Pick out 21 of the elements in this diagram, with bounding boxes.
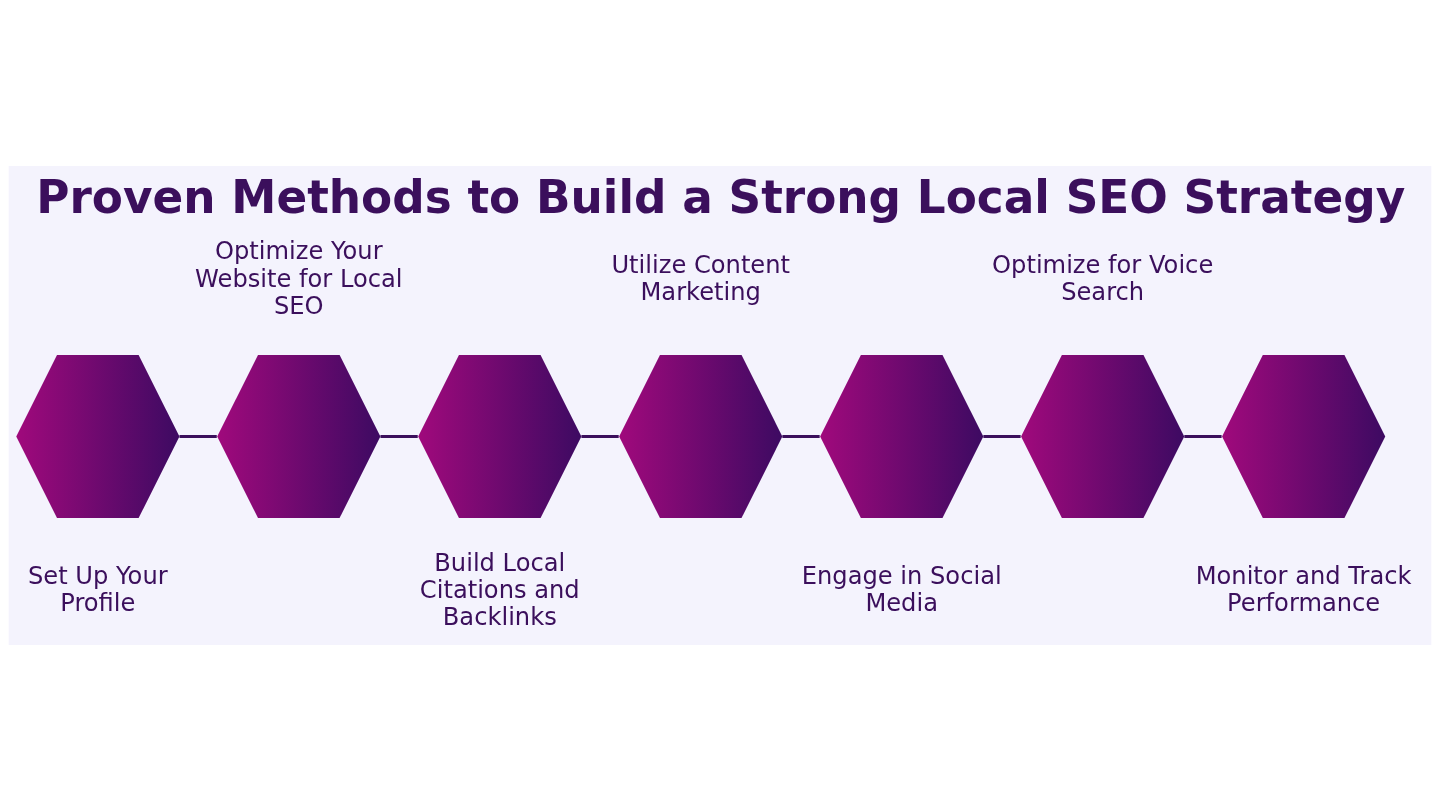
connector (581, 434, 619, 438)
node-hexagon (1222, 354, 1386, 518)
node-hexagon (418, 354, 582, 518)
node-hexagon (1021, 354, 1185, 518)
node-label: Set Up Your Profile (28, 561, 168, 617)
node-hexagon (16, 354, 180, 518)
node-hexagon (217, 354, 381, 518)
node-hexagon (619, 354, 783, 518)
node-label: Utilize Content Marketing (611, 250, 791, 306)
connector (983, 434, 1021, 438)
connector (380, 434, 418, 438)
node-hexagon (820, 354, 984, 518)
connector (1184, 434, 1222, 438)
connector (179, 434, 217, 438)
node-label: Engage in Social Media (801, 561, 1002, 617)
node-label: Optimize for Voice Search (992, 250, 1214, 306)
diagram-title: Proven Methods to Build a Strong Local SEO Strategy (36, 170, 1406, 224)
node-label: Optimize Your Website for Local SEO (195, 236, 403, 320)
node-label: Build Local Citations and Backlinks (419, 548, 580, 631)
node-label: Monitor and Track Performance (1195, 561, 1412, 617)
connector (782, 434, 820, 438)
